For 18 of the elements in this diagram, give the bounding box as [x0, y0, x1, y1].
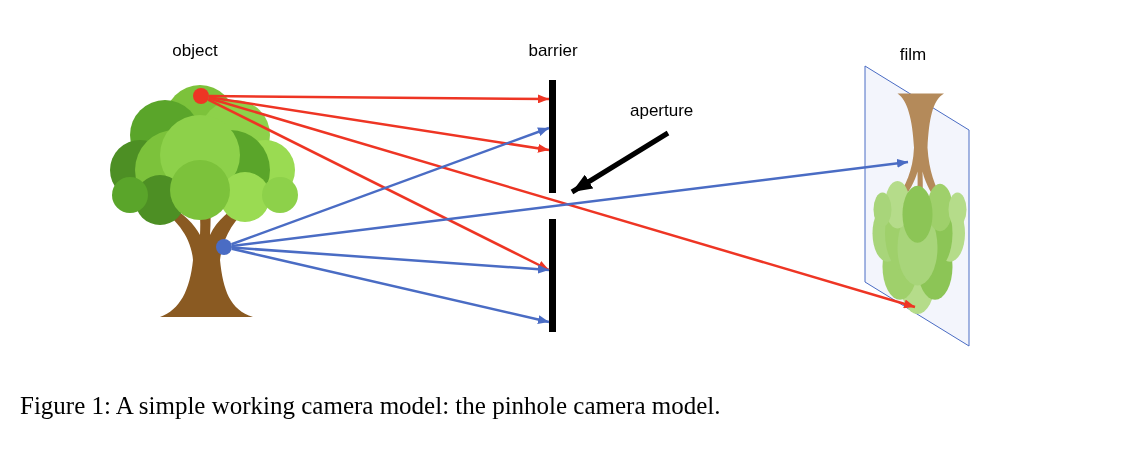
barrier-label: barrier — [528, 42, 578, 61]
film-label: film — [899, 46, 927, 65]
point-marker — [216, 239, 232, 255]
film-drawing — [865, 66, 969, 346]
light-ray-arrow — [231, 247, 550, 324]
light-ray-arrow — [231, 126, 550, 246]
light-ray-arrow — [208, 96, 550, 153]
light-ray-arrow — [231, 158, 909, 248]
light-ray-arrow — [231, 246, 550, 274]
object-label: object — [172, 42, 218, 61]
barrier-bar — [549, 80, 556, 193]
light-ray-arrow — [207, 98, 550, 272]
figure-caption: Figure 1: A simple working camera model: the pinhole camera model. — [20, 392, 721, 420]
light-ray-arrow — [570, 130, 670, 195]
aperture-label: aperture — [630, 102, 714, 124]
light-ray-arrow — [208, 97, 916, 309]
light-ray-arrow — [209, 94, 549, 104]
barrier-bar — [549, 219, 556, 332]
